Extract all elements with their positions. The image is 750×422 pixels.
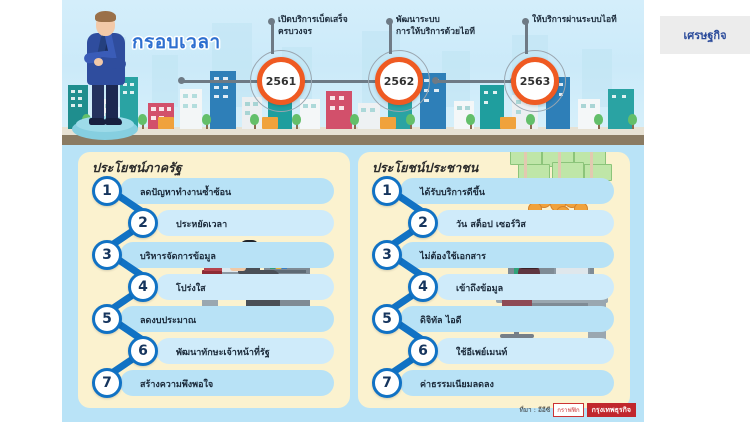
row-pill: [400, 178, 614, 204]
panel-title-left: ประโยชน์ภาครัฐ: [92, 160, 182, 175]
row-pill: [436, 338, 614, 364]
item-number-badge[interactable]: 1: [372, 176, 402, 206]
row-pill: [400, 242, 614, 268]
milestone-stem-dot: [522, 18, 529, 25]
item-number-badge[interactable]: 7: [372, 368, 402, 398]
milestone-stem: [525, 22, 528, 54]
row-pill: [400, 306, 614, 332]
city-building: [300, 99, 320, 129]
row-pill: [156, 338, 334, 364]
publisher-logo: กรุงเทพธุรกิจ: [586, 403, 636, 417]
section-tag-label: เศรษฐกิจ: [683, 29, 727, 42]
milestone-label-2-line1: พัฒนาระบบ: [396, 15, 440, 25]
city-building: [120, 77, 138, 129]
milestone-year-3[interactable]: 2563: [511, 57, 559, 105]
header-banner: กรอบเวลา 2561 เปิดบริการเบ็ดเสร็จ ครบวงจ…: [62, 0, 644, 145]
item-number-badge[interactable]: 7: [92, 368, 122, 398]
city-building: [180, 89, 202, 129]
city-house: [500, 117, 516, 129]
row-pill: [120, 242, 334, 268]
timeline-segment: [434, 80, 512, 83]
row-pill: [436, 274, 614, 300]
item-number-badge[interactable]: 3: [372, 240, 402, 270]
item-number-badge[interactable]: 1: [92, 176, 122, 206]
panel-title-right: ประโยชน์ประชาชน: [372, 160, 479, 175]
timeline-node-dot: [432, 77, 439, 84]
item-text: เข้าถึงข้อมูล: [456, 284, 504, 294]
milestone-label-1-line2: ครบวงจร: [278, 27, 313, 38]
item-text: ประหยัดเวลา: [176, 220, 228, 230]
year-halo: [504, 50, 566, 112]
item-number-badge[interactable]: 5: [92, 304, 122, 334]
milestone-label-2-line2: การให้บริการด้วยไอที: [396, 27, 475, 38]
item-text: ได้รับบริการดีขึ้น: [420, 188, 485, 198]
row-pill: [436, 210, 614, 236]
milestone-stem-dot: [268, 18, 275, 25]
row-pill: [120, 370, 334, 396]
item-text: ดิจิทัล ไอดี: [420, 316, 462, 326]
item-text: ลดงบประมาณ: [140, 316, 197, 326]
item-text: ลดปัญหาทำงานซ้ำซ้อน: [140, 188, 232, 198]
sky-building: [582, 49, 612, 107]
panel-government-benefits: ประโยชน์ภาครัฐ 1: [78, 152, 350, 408]
city-building: [358, 103, 380, 129]
timeline-node-dot: [178, 77, 185, 84]
timeline-segment: [180, 80, 258, 83]
row-pill: [156, 274, 334, 300]
milestone-year-1[interactable]: 2561: [257, 57, 305, 105]
milestone-year-2[interactable]: 2562: [375, 57, 423, 105]
panel-citizen-benefits: ประโยชน์ประชาชน: [358, 152, 630, 408]
milestone-stem: [389, 22, 392, 54]
item-text: โปร่งใส: [176, 284, 206, 294]
city-building: [326, 91, 352, 129]
row-pill: [156, 210, 334, 236]
row-pill: [400, 370, 614, 396]
item-text: ใช้อีเพย์เมนท์: [456, 348, 508, 358]
businessman-illustration: [68, 8, 144, 140]
milestone-stem: [271, 22, 274, 54]
city-house: [158, 117, 174, 129]
infographic-card: กรอบเวลา 2561 เปิดบริการเบ็ดเสร็จ ครบวงจ…: [62, 0, 644, 422]
row-pill: [120, 178, 334, 204]
milestone-label-1-line1: เปิดบริการเบ็ดเสร็จ: [278, 15, 348, 25]
row-pill: [120, 306, 334, 332]
milestone-stem-dot: [386, 18, 393, 25]
timeline-title: กรอบเวลา: [132, 31, 221, 53]
item-number-badge[interactable]: 2: [408, 208, 438, 238]
section-tag: เศรษฐกิจ: [660, 16, 750, 54]
item-text: สร้างความพึงพอใจ: [140, 380, 214, 390]
item-text: ไม่ต้องใช้เอกสาร: [420, 252, 486, 262]
item-text: บริหารจัดการข้อมูล: [140, 252, 216, 262]
item-number-badge[interactable]: 6: [408, 336, 438, 366]
sky-building: [152, 55, 178, 107]
credit-source: ที่มา : อีอีซี: [519, 406, 551, 414]
credit-line: ที่มา : อีอีซี กราฟฟิก กรุงเทพธุรกิจ: [519, 403, 636, 417]
timeline-segment: [298, 80, 376, 83]
year-halo: [368, 50, 430, 112]
year-halo: [250, 50, 312, 112]
item-number-badge[interactable]: 6: [128, 336, 158, 366]
city-house: [262, 117, 278, 129]
sky-building: [442, 51, 470, 107]
graphic-badge: กราฟฟิก: [553, 403, 584, 417]
item-text: ค่าธรรมเนียมลดลง: [420, 380, 494, 390]
item-text: พัฒนาทักษะเจ้าหน้าที่รัฐ: [176, 348, 270, 358]
item-number-badge[interactable]: 4: [408, 272, 438, 302]
item-text: วัน สต็อป เซอร์วิส: [456, 220, 526, 230]
item-number-badge[interactable]: 4: [128, 272, 158, 302]
milestone-label-3-line1: ให้บริการผ่านระบบไอที: [532, 15, 617, 25]
city-house: [380, 117, 396, 129]
item-number-badge[interactable]: 5: [372, 304, 402, 334]
item-number-badge[interactable]: 3: [92, 240, 122, 270]
item-number-badge[interactable]: 2: [128, 208, 158, 238]
sidewalk-strip: [62, 127, 644, 135]
